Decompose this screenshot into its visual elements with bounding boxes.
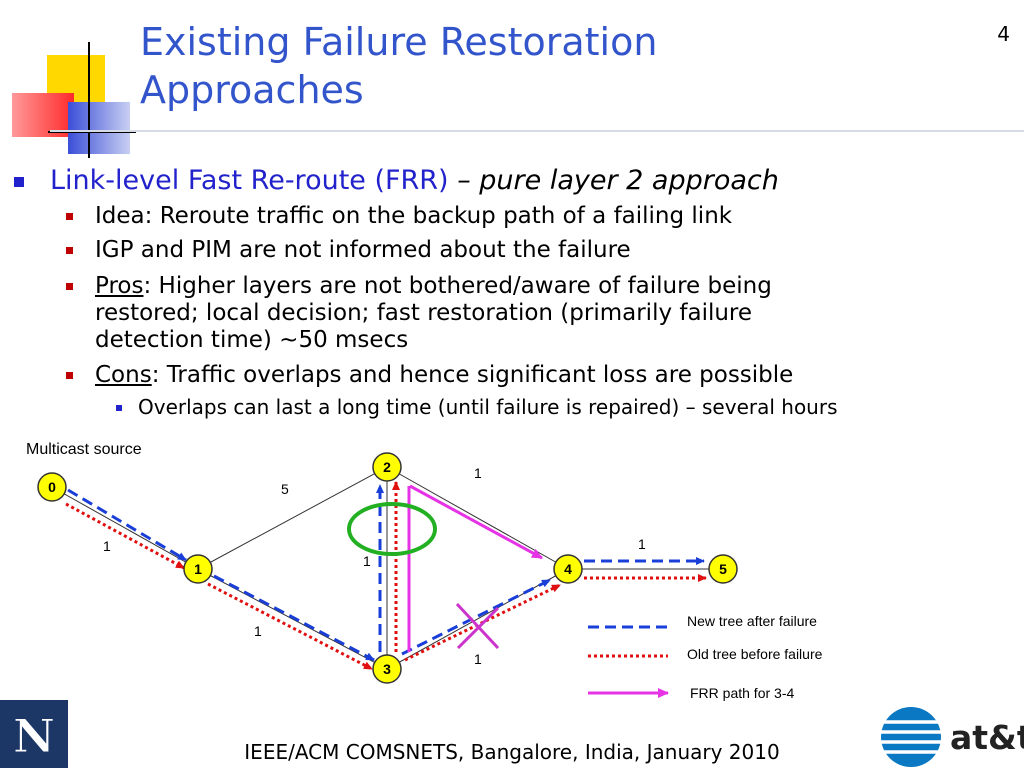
edge-0-1	[51, 486, 199, 570]
node-1-label: 1	[194, 561, 202, 577]
edge-1-2	[197, 466, 388, 570]
node-1: 1	[183, 554, 213, 584]
bullet-marker	[66, 372, 73, 379]
multicast-source-label: Multicast source	[26, 441, 142, 458]
legend-old-tree-label: Old tree before failure	[687, 646, 823, 662]
bullet-pros-line3: detection time) ~50 msecs	[95, 327, 409, 353]
failure-x-stroke-2	[456, 606, 500, 650]
slide-title: Existing Failure Restoration Approaches	[140, 20, 658, 112]
bullet-main-label: Link-level Fast Re-route (FRR)	[50, 165, 449, 196]
edge-2-4	[386, 466, 569, 570]
new-tree-paths	[67, 484, 705, 662]
node-5: 5	[708, 554, 738, 584]
node-3: 3	[372, 654, 402, 684]
bullet-pros: Pros: Higher layers are not bothered/awa…	[95, 273, 772, 300]
cons-label: Cons	[95, 362, 152, 388]
edges	[51, 466, 723, 670]
logo-n-letter: N	[13, 709, 55, 763]
att-logo: at&t	[881, 707, 1024, 767]
legend: New tree after failure Old tree before f…	[588, 613, 823, 701]
bullet-idea: Idea: Reroute traffic on the backup path…	[95, 203, 733, 229]
weight-2-3: 1	[363, 553, 371, 569]
footer-text: IEEE/ACM COMSNETS, Bangalore, India, Jan…	[244, 740, 780, 764]
edge-3-4	[386, 568, 569, 670]
failure-x-mark	[455, 602, 500, 650]
legend-new-tree-label: New tree after failure	[687, 613, 817, 629]
deco-blue-square	[68, 102, 130, 154]
deco-vertical-line	[88, 42, 90, 158]
bullet-main-suffix: – pure layer 2 approach	[457, 165, 779, 196]
edge-weights: 1 5 1 1 1 1 1	[103, 465, 646, 667]
deco-horizontal-line	[48, 131, 136, 133]
cons-text: : Traffic overlaps and hence significant…	[151, 362, 794, 388]
weight-3-4: 1	[474, 651, 482, 667]
page-number: 4	[997, 22, 1010, 46]
bullet-marker	[66, 247, 73, 254]
bullet-pros-line2: restored; local decision; fast restorati…	[95, 300, 753, 326]
bullet-marker	[66, 213, 73, 220]
old-path-1-3	[207, 582, 373, 671]
node-3-label: 3	[383, 661, 391, 677]
node-2-label: 2	[383, 459, 391, 475]
title-underline	[50, 130, 1024, 132]
bullet-marker	[14, 177, 24, 187]
node-0: 0	[37, 472, 67, 502]
weight-2-4: 1	[474, 465, 482, 481]
frr-path	[407, 484, 543, 652]
deco-red-square	[12, 93, 74, 137]
weight-0-1: 1	[103, 538, 111, 554]
weight-1-3: 1	[254, 623, 262, 639]
new-path-0-1	[67, 488, 187, 562]
node-5-label: 5	[719, 561, 727, 577]
bullet-sub-overlaps: Overlaps can last a long time (until fai…	[138, 395, 838, 419]
frr-segment-2-4	[409, 484, 543, 560]
node-4-label: 4	[564, 561, 572, 577]
bullet-main: Link-level Fast Re-route (FRR) – pure la…	[50, 165, 779, 196]
nodes: 0 1 2 3 4 5	[37, 452, 738, 684]
overlap-circle	[347, 502, 437, 556]
new-path-1-3	[213, 574, 375, 662]
bullet-igp: IGP and PIM are not informed about the f…	[95, 237, 631, 263]
node-2: 2	[372, 452, 402, 482]
bullet-marker	[116, 405, 122, 411]
edge-1-3	[197, 568, 388, 670]
node-0-label: 0	[48, 479, 56, 495]
bullet-cons: Cons: Traffic overlaps and hence signifi…	[95, 362, 793, 389]
university-logo: N	[0, 700, 68, 768]
att-wordmark: at&t	[950, 718, 1024, 757]
bullet-marker	[66, 283, 73, 290]
node-4: 4	[553, 554, 583, 584]
old-tree-paths	[65, 481, 707, 671]
legend-frr-label: FRR path for 3-4	[690, 685, 794, 701]
weight-1-2: 5	[281, 481, 289, 497]
failure-x-stroke-1	[455, 602, 500, 650]
pros-label: Pros	[95, 273, 144, 299]
old-path-0-1	[65, 502, 185, 570]
weight-4-5: 1	[638, 536, 646, 552]
pros-line1: : Higher layers are not bothered/aware o…	[143, 273, 772, 299]
new-path-3-4	[401, 578, 551, 656]
